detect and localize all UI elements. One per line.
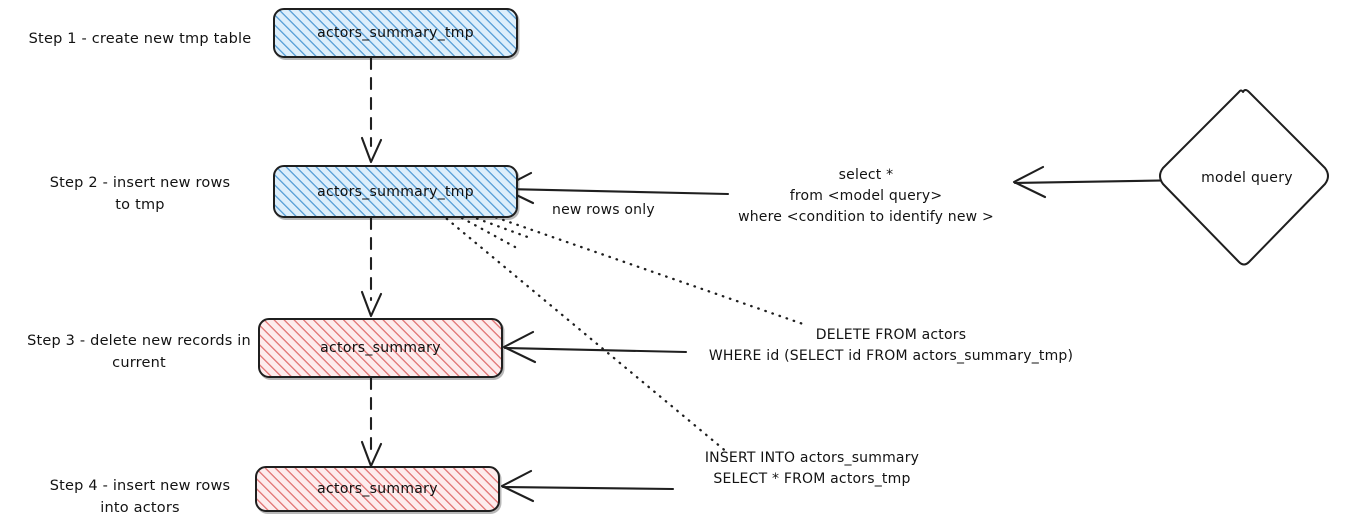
step-label-2: Step 2 - insert new rows to tmp [49, 175, 231, 214]
step-label-3: Step 3 - delete new records in current [27, 333, 251, 372]
edge-tmp-ref-delete [487, 213, 805, 326]
edge-label-new-rows-only: new rows only [552, 202, 655, 218]
edge-delete-into-actors-summary [502, 330, 688, 364]
node-label: actors_summary [317, 481, 438, 497]
edge-tmp-ref-fan [460, 214, 535, 249]
edge-step3-to-step4 [360, 376, 383, 468]
node-actors-summary-step4[interactable]: actors_summary [255, 466, 500, 512]
node-label: model query [1201, 170, 1293, 186]
node-actors-summary-step3[interactable]: actors_summary [258, 318, 503, 378]
node-label: actors_summary_tmp [317, 25, 474, 41]
edge-insert-into-actors-summary [500, 469, 675, 503]
node-actors-summary-tmp-step1[interactable]: actors_summary_tmp [273, 8, 518, 58]
edge-label-model-query-sql: select * from <model query> where <condi… [738, 167, 994, 225]
step-label-4: Step 4 - insert new rows into actors [49, 478, 231, 517]
node-label: actors_summary [320, 340, 441, 356]
edge-step2-to-step3 [360, 216, 383, 318]
edge-label-delete-sql: DELETE FROM actors WHERE id (SELECT id F… [708, 327, 1074, 364]
node-actors-summary-tmp-step2[interactable]: actors_summary_tmp [273, 165, 518, 218]
node-model-query[interactable]: model query [1157, 88, 1337, 270]
step-label-1: Step 1 - create new tmp table [28, 31, 252, 47]
edge-new-rows-into-tmp [500, 171, 730, 205]
node-label: actors_summary_tmp [317, 183, 474, 200]
edge-step1-to-step2 [360, 56, 383, 164]
edge-label-insert-sql: INSERT INTO actors_summary SELECT * FROM… [704, 450, 920, 487]
